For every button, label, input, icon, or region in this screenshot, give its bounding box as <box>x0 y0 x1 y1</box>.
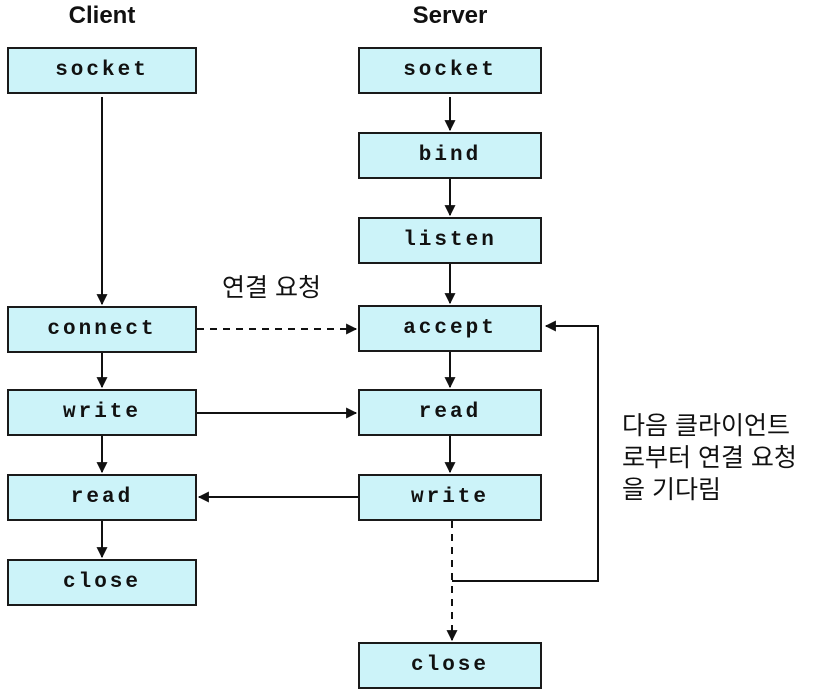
wait-next-client-label-line2: 로부터 연결 요청 <box>622 444 797 472</box>
box-server-write: write <box>358 474 542 521</box>
box-client-close: close <box>7 559 197 606</box>
box-server-accept: accept <box>358 305 542 352</box>
box-server-close: close <box>358 642 542 689</box>
box-client-read: read <box>7 474 197 521</box>
box-server-socket: socket <box>358 47 542 94</box>
arrow-loop-back-to-accept <box>452 320 599 582</box>
box-server-bind: bind <box>358 132 542 179</box>
wait-next-client-label-line1: 다음 클라이언트 <box>622 412 790 440</box>
server-column-title: Server <box>412 2 488 29</box>
wait-next-client-label-line3: 을 기다림 <box>622 476 721 504</box>
box-server-read: read <box>358 389 542 436</box>
box-server-listen: listen <box>358 217 542 264</box>
client-column-title: Client <box>68 2 136 29</box>
connection-request-label: 연결 요청 <box>222 274 321 302</box>
wait-next-client-label: 다음 클라이언트 로부터 연결 요청 을 기다림 <box>622 410 797 506</box>
box-client-connect: connect <box>7 306 197 353</box>
box-client-write: write <box>7 389 197 436</box>
box-client-socket: socket <box>7 47 197 94</box>
